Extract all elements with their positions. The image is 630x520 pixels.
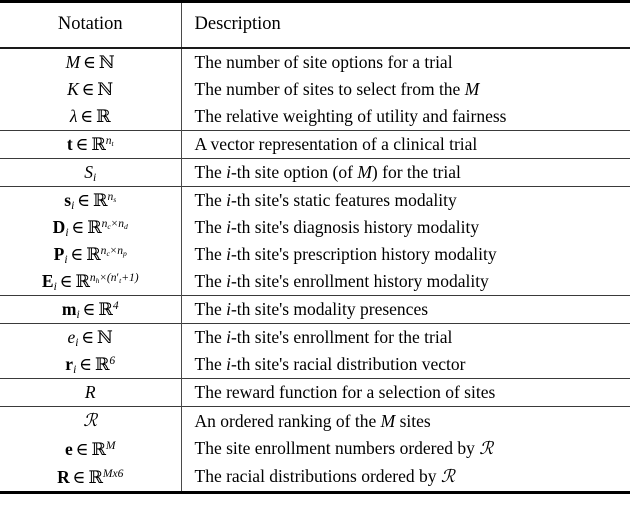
column-header-notation: Notation <box>0 0 181 48</box>
table-row: R∈ℝMx6 The racial distributions ordered … <box>0 463 630 494</box>
notation-cell: Pi∈ℝnc×np <box>53 244 127 267</box>
table-row: Pi∈ℝnc×np The i-th site's prescription h… <box>0 241 630 268</box>
notation-table: Notation Description M∈ℕ The number of s… <box>0 0 630 494</box>
table-row: ei∈ℕ The i-th site's enrollment for the … <box>0 323 630 351</box>
table-row: M∈ℕ The number of site options for a tri… <box>0 47 630 76</box>
notation-cell: Ei∈ℝnh×(n′t+1) <box>41 271 139 294</box>
notation-cell: M∈ℕ <box>0 47 181 76</box>
table-row: K∈ℕ The number of sites to select from t… <box>0 76 630 103</box>
description-cell: The racial distributions ordered by ℛ <box>180 463 630 494</box>
notation-cell: si∈ℝns <box>0 186 181 214</box>
notation-cell: ri∈ℝ6 <box>65 354 116 377</box>
table-row: t∈ℝnt A vector representation of a clini… <box>0 130 630 159</box>
notation-cell: λ∈ℝ <box>69 106 111 126</box>
notation-cell: R <box>0 378 181 407</box>
table-row: λ∈ℝ The relative weighting of utility an… <box>0 103 630 131</box>
table-row: Ei∈ℝnh×(n′t+1) The i-th site's enrollmen… <box>0 268 630 296</box>
table-row: R The reward function for a selection of… <box>0 378 630 407</box>
notation-cell: K∈ℕ <box>67 79 114 99</box>
description-cell: The i-th site's diagnosis history modali… <box>180 214 630 241</box>
description-cell: The number of site options for a trial <box>180 47 630 76</box>
description-cell: The i-th site's static features modality <box>180 186 630 214</box>
table-header-row: Notation Description <box>0 0 630 48</box>
notation-cell: ei∈ℕ <box>0 323 181 351</box>
notation-cell: t∈ℝnt <box>0 130 181 159</box>
table-row: Si The i-th site option (of M) for the t… <box>0 158 630 187</box>
notation-cell: R∈ℝMx6 <box>0 463 181 494</box>
table-row: mi∈ℝ4 The i-th site's modality presences <box>0 295 630 324</box>
notation-cell: ℛ <box>0 406 181 435</box>
description-cell: An ordered ranking of the M sites <box>180 406 630 435</box>
description-cell: The reward function for a selection of s… <box>180 378 630 407</box>
notation-cell: Di∈ℝnc×nd <box>52 217 128 240</box>
description-cell: The i-th site's prescription history mod… <box>180 241 630 268</box>
table-row: si∈ℝns The i-th site's static features m… <box>0 186 630 214</box>
description-cell: The number of sites to select from the M <box>180 76 630 103</box>
description-cell: The i-th site's modality presences <box>180 295 630 324</box>
description-cell: The i-th site option (of M) for the tria… <box>180 158 630 187</box>
table-row: e∈ℝM The site enrollment numbers ordered… <box>0 435 630 463</box>
description-cell: The i-th site's enrollment for the trial <box>180 323 630 351</box>
table-row: Di∈ℝnc×nd The i-th site's diagnosis hist… <box>0 214 630 241</box>
description-cell: A vector representation of a clinical tr… <box>180 130 630 159</box>
description-cell: The relative weighting of utility and fa… <box>180 103 630 131</box>
column-header-description: Description <box>180 0 630 48</box>
notation-cell: mi∈ℝ4 <box>0 295 181 324</box>
description-cell: The site enrollment numbers ordered by ℛ <box>180 435 630 463</box>
table-row: ℛ An ordered ranking of the M sites <box>0 406 630 435</box>
notation-cell: e∈ℝM <box>64 438 116 459</box>
description-cell: The i-th site's enrollment history modal… <box>180 268 630 296</box>
table-row: ri∈ℝ6 The i-th site's racial distributio… <box>0 351 630 379</box>
description-cell: The i-th site's racial distribution vect… <box>180 351 630 379</box>
notation-cell: Si <box>0 158 181 187</box>
